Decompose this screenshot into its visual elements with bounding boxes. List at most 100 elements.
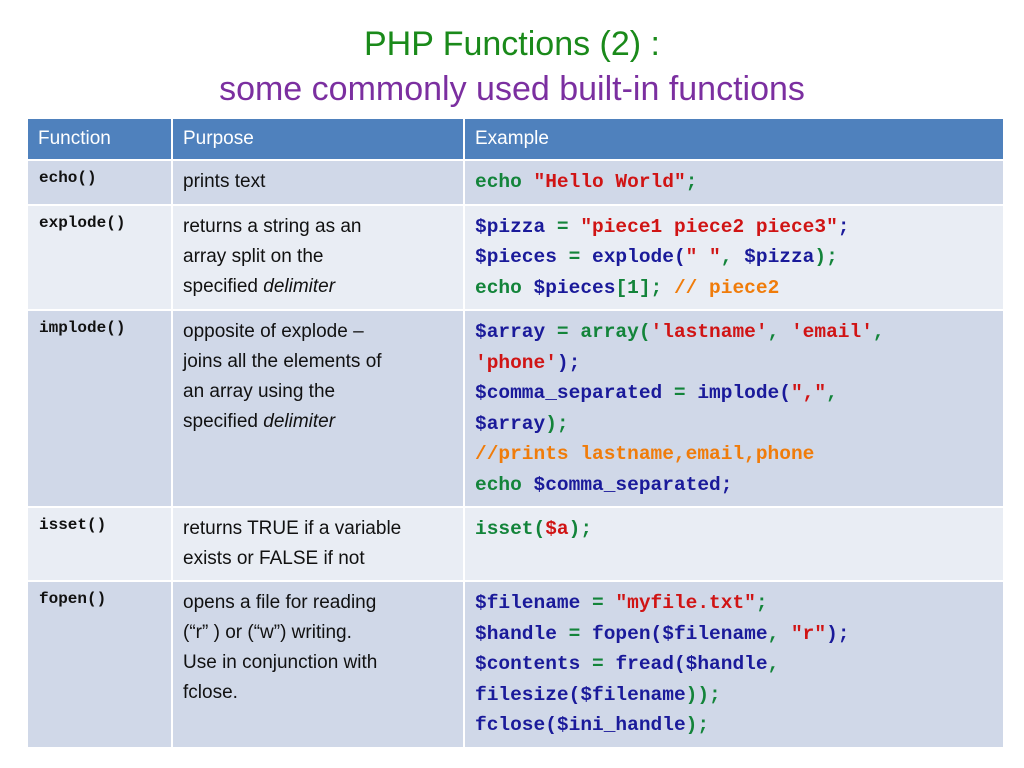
- code-token: filesize(: [475, 683, 581, 706]
- code-token: "r": [790, 622, 827, 645]
- code-token: [1];: [615, 276, 674, 299]
- code-token: =: [580, 592, 616, 614]
- header-purpose: Purpose: [172, 119, 465, 160]
- title-line-1: PHP Functions (2) :: [363, 25, 661, 63]
- purpose-text: Use in conjunction with: [183, 652, 378, 673]
- code-token: );: [685, 714, 710, 736]
- function-example: $filename = "myfile.txt"; $handle = fopen…: [464, 580, 1005, 747]
- function-purpose: prints text: [172, 159, 465, 205]
- code-line: filesize($filename));: [475, 680, 993, 711]
- code-token: ;: [837, 215, 850, 238]
- table-row: echo() prints text echo "Hello World";: [28, 159, 1005, 205]
- code-token: echo: [475, 473, 534, 496]
- header-function: Function: [28, 119, 173, 160]
- code-token: $filename: [662, 622, 768, 645]
- code-token: implode(: [697, 382, 791, 404]
- code-token: explode(: [592, 246, 686, 268]
- code-line: $pizza = "piece1 piece2 piece3";: [475, 212, 993, 243]
- function-purpose: returns a string as an array split on the…: [172, 203, 465, 310]
- code-token: $filename: [580, 683, 686, 706]
- function-name: echo(): [28, 159, 173, 205]
- code-token: $array: [475, 321, 546, 343]
- code-token: fread(: [615, 653, 686, 675]
- code-token: $filename: [475, 592, 581, 614]
- code-token: 'phone': [475, 351, 557, 374]
- code-line: echo $comma_separated;: [475, 470, 993, 501]
- code-token: $pizza: [475, 215, 546, 238]
- function-example: isset($a);: [464, 506, 1005, 581]
- code-line: fclose($ini_handle);: [475, 710, 993, 741]
- purpose-italic: delimiter: [263, 411, 336, 432]
- code-token: $pizza: [744, 246, 815, 268]
- function-purpose: opens a file for reading(“r” ) or (“w”) …: [172, 580, 465, 747]
- code-line: $pieces = explode(" ", $pizza);: [475, 242, 993, 273]
- code-line: isset($a);: [475, 514, 993, 545]
- purpose-text: specified: [183, 275, 264, 297]
- code-token: );: [556, 351, 581, 374]
- header-example: Example: [464, 119, 1005, 160]
- table-row: fopen()opens a file for reading(“r” ) or…: [28, 580, 1005, 747]
- functions-table: Function Purpose Example echo() prints te…: [28, 119, 1005, 747]
- code-token: );: [814, 246, 838, 268]
- table-row: implode()opposite of explode –joins all …: [28, 309, 1005, 507]
- purpose-text: array split on the: [183, 245, 324, 267]
- function-name: fopen(): [28, 580, 173, 747]
- table-header-row: Function Purpose Example: [28, 119, 1005, 160]
- purpose-text: prints text: [183, 171, 266, 192]
- slide-title: PHP Functions (2) : some commonly used b…: [0, 22, 1024, 112]
- code-token: =: [545, 215, 581, 238]
- code-token: ));: [685, 683, 721, 706]
- code-token: ,: [826, 382, 838, 404]
- code-line: $handle = fopen($filename, "r");: [475, 619, 993, 650]
- code-token: ,: [767, 622, 791, 645]
- code-token: $ini_handle: [556, 714, 686, 736]
- purpose-italic: delimiter: [263, 275, 336, 297]
- function-example: $array = array('lastname', 'email', 'phon…: [464, 309, 1005, 507]
- code-token: "piece1 piece2 piece3": [580, 215, 838, 238]
- code-token: $handle: [475, 622, 557, 645]
- code-token: =: [545, 321, 581, 343]
- code-token: array(: [580, 321, 651, 343]
- code-token: echo: [475, 276, 534, 299]
- code-token: ;: [685, 171, 698, 193]
- code-token: =: [556, 246, 593, 268]
- code-token: " ": [685, 246, 721, 268]
- function-purpose: opposite of explode –joins all the eleme…: [172, 309, 465, 507]
- code-token: $contents: [475, 653, 581, 675]
- title-line-2: some commonly used built-in functions: [219, 70, 805, 108]
- code-token: ;: [755, 592, 768, 614]
- function-name: explode(): [28, 203, 173, 310]
- code-token: ,: [767, 321, 791, 343]
- purpose-text: returns a string as an: [183, 215, 362, 237]
- code-token: //prints lastname,email,phone: [475, 443, 815, 465]
- code-token: );: [568, 518, 593, 540]
- code-token: 'email': [790, 321, 873, 343]
- code-token: $comma_separated: [475, 382, 663, 404]
- code-token: "myfile.txt": [615, 592, 756, 614]
- code-token: // piece2: [673, 276, 780, 299]
- code-token: fclose(: [475, 714, 557, 736]
- code-token: =: [580, 653, 616, 675]
- code-line: $array = array('lastname', 'email',: [475, 317, 993, 348]
- code-token: ,: [720, 246, 745, 268]
- function-name: implode(): [28, 309, 173, 507]
- table-row: explode() returns a string as an array spl…: [28, 203, 1005, 310]
- code-line: $array);: [475, 409, 993, 440]
- purpose-text: specified: [183, 411, 264, 432]
- code-token: );: [545, 412, 569, 435]
- purpose-text: opposite of explode –: [183, 321, 364, 342]
- code-token: fopen(: [592, 622, 663, 645]
- function-name: isset(): [28, 506, 173, 581]
- code-token: ,: [872, 321, 885, 343]
- code-line: //prints lastname,email,phone: [475, 439, 993, 470]
- code-token: $array: [475, 412, 546, 435]
- code-token: ;: [720, 473, 733, 496]
- code-line: $contents = fread($handle,: [475, 649, 993, 680]
- code-line: echo "Hello World";: [475, 167, 993, 198]
- code-line: echo $pieces[1]; // piece2: [475, 273, 993, 304]
- purpose-text: exists or FALSE if not: [183, 548, 365, 569]
- code-token: ,: [767, 653, 780, 675]
- code-token: =: [556, 622, 593, 645]
